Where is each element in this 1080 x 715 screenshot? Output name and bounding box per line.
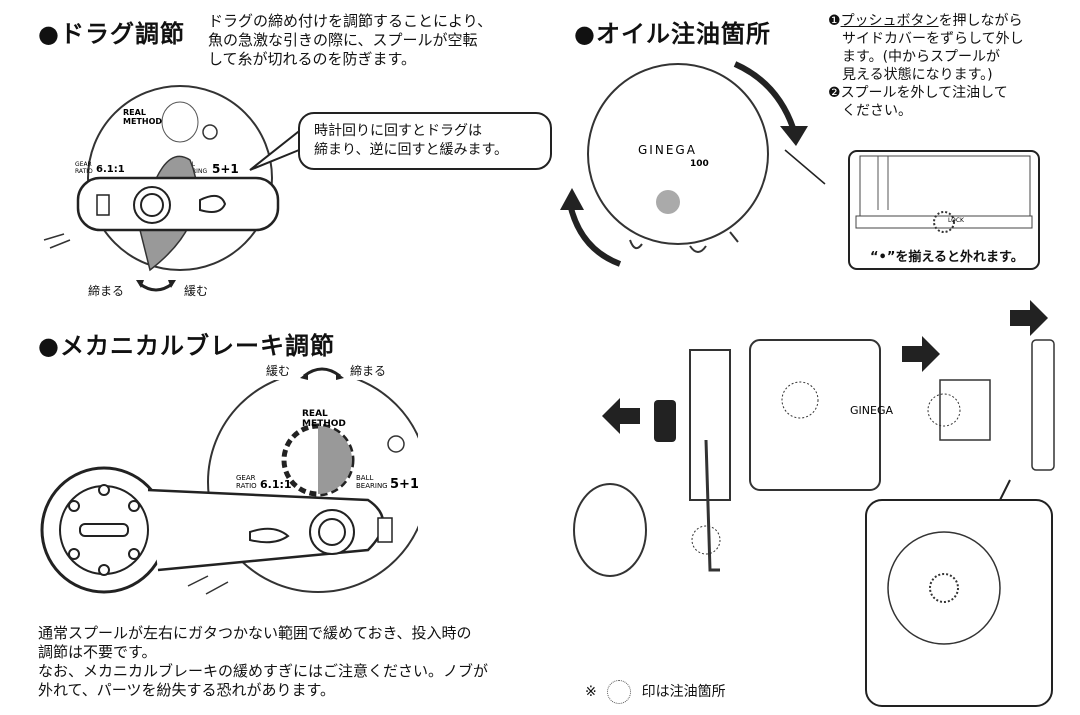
brake-desc-line: 外れて、パーツを紛失する恐れがあります。 bbox=[38, 681, 336, 699]
step-number: ❷ bbox=[828, 85, 841, 101]
brand-text: METHOD bbox=[123, 117, 162, 126]
drag-desc-line: して糸が切れるのを防ぎます。 bbox=[208, 50, 417, 68]
ball-label: BALL bbox=[356, 474, 373, 482]
side-cover-illustration: GINEGA 100 bbox=[560, 61, 826, 267]
gear-label: GEAR bbox=[236, 474, 256, 482]
drag-desc-line: 魚の急激な引きの際に、スプールが空転 bbox=[208, 31, 478, 49]
brake-desc-line: 通常スプールが左右にガタつかない範囲で緩めておき、投入時の bbox=[38, 624, 472, 642]
step-text: 見える状態になります。) bbox=[842, 67, 993, 83]
drag-desc-line: ドラグの締め付けを調節することにより、 bbox=[208, 12, 493, 30]
step-text: を押しながら bbox=[938, 13, 1023, 29]
gear-label: GEAR bbox=[75, 161, 92, 168]
dotted-circle-icon bbox=[607, 680, 632, 704]
drag-tighten-label: 締まる bbox=[88, 284, 125, 298]
brake-desc-line: 調節は不要です。 bbox=[38, 643, 157, 661]
model-text: GINEGA bbox=[850, 404, 893, 417]
brake-heading: ●メカニカルブレーキ調節 bbox=[38, 332, 335, 360]
brake-desc-line: なお、メカニカルブレーキの緩めすぎにはご注意ください。ノブが bbox=[38, 662, 489, 680]
drag-callout-pointer bbox=[249, 127, 305, 171]
oil-legend: ※ 印は注油箇所 bbox=[585, 680, 726, 704]
legend-mark: ※ bbox=[585, 684, 597, 700]
drag-description: ドラグの締め付けを調節することにより、 魚の急激な引きの際に、スプールが空転 し… bbox=[208, 12, 548, 69]
push-button-link[interactable]: プッシュボタン bbox=[840, 13, 939, 29]
brake-tighten-label: 締まる bbox=[350, 364, 387, 378]
step-text: ます。(中からスプールが bbox=[842, 49, 1001, 65]
oil-heading: ●オイル注油箇所 bbox=[574, 20, 771, 48]
brake-description: 通常スプールが左右にガタつかない範囲で緩めておき、投入時の 調節は不要です。 な… bbox=[38, 624, 538, 700]
oil-instructions: ❶プッシュボタンを押しながら サイドカバーをずらして外し ます。(中からスプール… bbox=[828, 12, 1068, 120]
model-number: 100 bbox=[690, 159, 709, 169]
drag-callout: 時計回りに回すとドラグは 締まり、逆に回すと緩みます。 bbox=[298, 112, 552, 170]
exploded-view-illustration: GINEGA bbox=[573, 300, 1055, 707]
drag-loosen-label: 緩む bbox=[184, 284, 209, 298]
drag-heading: ●ドラグ調節 bbox=[38, 20, 185, 48]
drag-reel-illustration: REAL METHOD GEAR RATIO 6.1:1 BALL BEARIN… bbox=[43, 85, 280, 272]
callout-line: 締まり、逆に回すと緩みます。 bbox=[314, 142, 509, 158]
legend-text: 印は注油箇所 bbox=[641, 684, 726, 700]
model-text: GINEGA bbox=[638, 143, 697, 157]
rotate-arrow-icon bbox=[136, 280, 176, 292]
lock-text: LOCK bbox=[948, 217, 965, 224]
brand-text: REAL bbox=[302, 409, 328, 419]
lock-detail-illustration: LOCK bbox=[848, 150, 1040, 270]
step-text: スプールを外して注油して bbox=[840, 85, 1008, 101]
ball-value: 5+1 bbox=[390, 477, 418, 492]
gear-label: RATIO bbox=[75, 168, 93, 175]
callout-line: 時計回りに回すとドラグは bbox=[314, 123, 482, 139]
brake-reel-illustration: REAL METHOD GEAR RATIO 6.1:1 BALL BEARIN… bbox=[40, 380, 418, 595]
step-text: ください。 bbox=[842, 103, 912, 119]
ball-label: BEARING bbox=[356, 482, 388, 490]
ball-value: 5+1 bbox=[212, 162, 239, 176]
brake-loosen-label: 緩む bbox=[266, 364, 291, 378]
gear-label: RATIO bbox=[236, 482, 257, 490]
gear-value: 6.1:1 bbox=[260, 478, 292, 491]
step-number: ❶ bbox=[828, 13, 841, 29]
brand-text: REAL bbox=[123, 108, 146, 117]
brand-text: METHOD bbox=[302, 419, 346, 429]
rotate-arrow-icon bbox=[300, 367, 344, 380]
gear-value: 6.1:1 bbox=[96, 164, 125, 175]
step-text: サイドカバーをずらして外し bbox=[842, 31, 1024, 47]
align-note: “•”を揃えると外れます。 bbox=[870, 250, 1024, 265]
